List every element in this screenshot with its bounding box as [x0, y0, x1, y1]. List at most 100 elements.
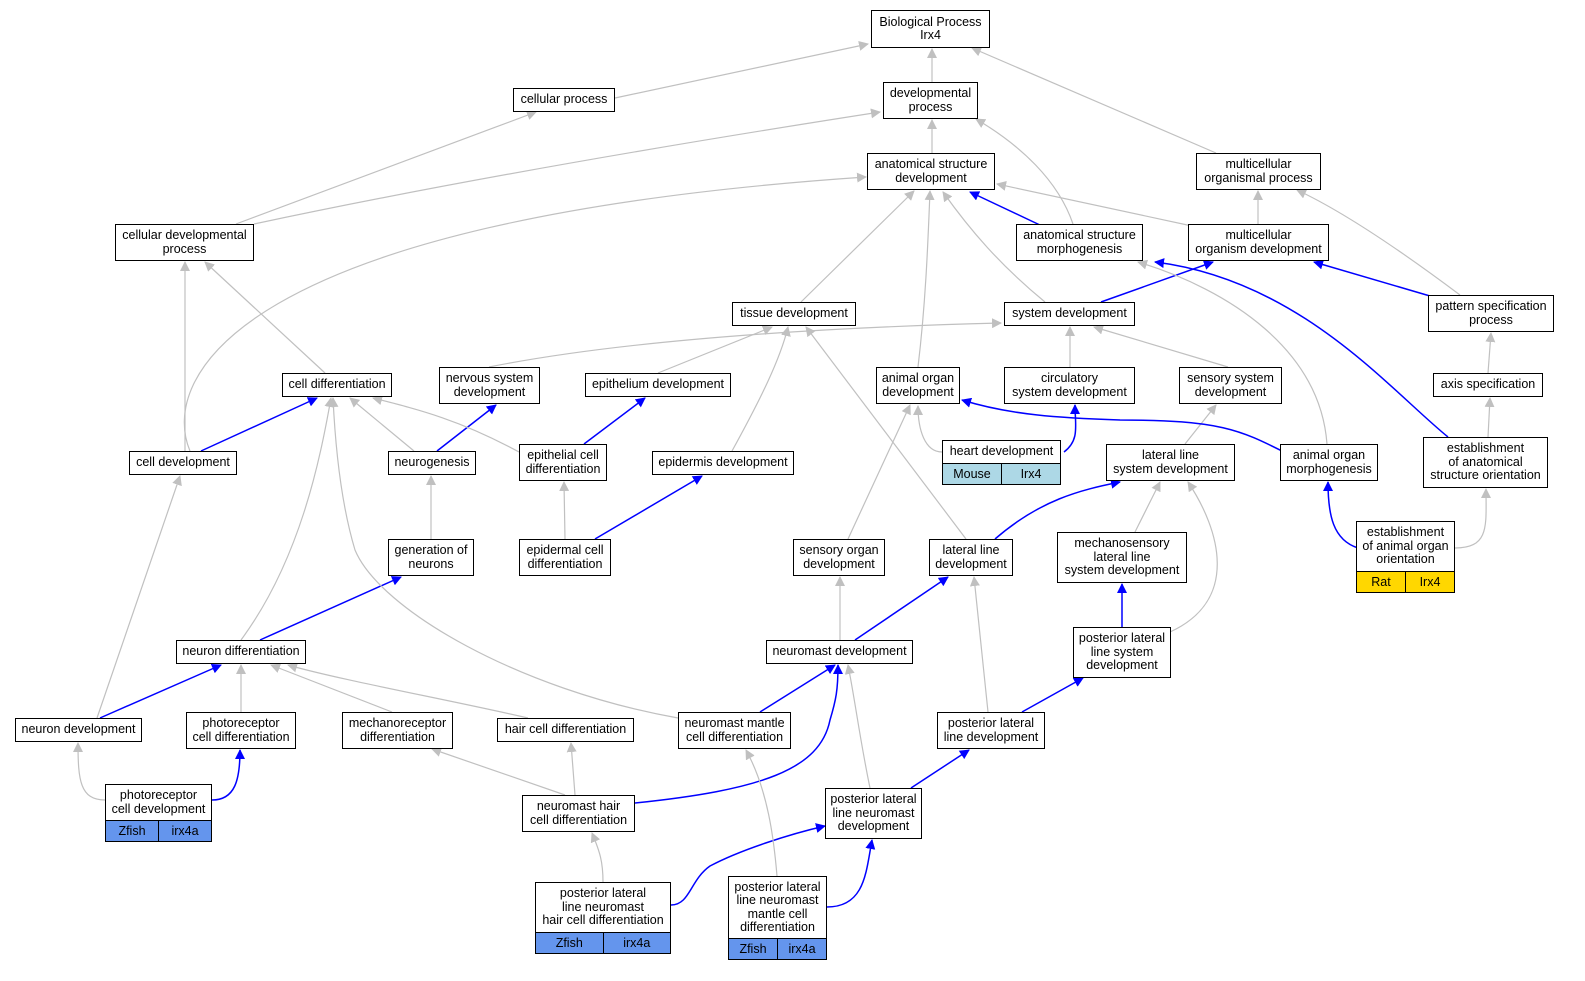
annotated-edge	[1323, 481, 1359, 549]
node-neuromast-development[interactable]: neuromast development	[766, 640, 913, 664]
node-heart-development[interactable]: heart development	[942, 440, 1061, 464]
is-a-edge	[731, 326, 791, 452]
node-mechanoreceptor-differentiation[interactable]: mechanoreceptor differentiation	[342, 712, 453, 749]
is-a-edge	[800, 190, 915, 303]
is-a-edge	[975, 118, 1074, 225]
annotation-gene: Irx4	[1405, 572, 1454, 592]
is-a-edge	[1093, 324, 1229, 368]
node-cell-development[interactable]: cell development	[129, 451, 237, 475]
node-lateral-line-development[interactable]: lateral line development	[929, 539, 1013, 576]
annotated-edge	[759, 664, 836, 713]
is-a-edge	[805, 326, 967, 540]
node-neuron-differentiation[interactable]: neuron differentiation	[176, 640, 306, 664]
node-circulatory-system-development[interactable]: circulatory system development	[1004, 367, 1135, 404]
annotated-edge	[961, 397, 1285, 453]
annotated-edge	[1063, 404, 1081, 453]
node-system-development[interactable]: system development	[1004, 302, 1135, 326]
is-a-edge	[328, 397, 679, 719]
node-nervous-system-development[interactable]: nervous system development	[439, 367, 540, 404]
node-epithelial-cell-differentiation[interactable]: epithelial cell differentiation	[519, 444, 607, 481]
node-developmental-process[interactable]: developmental process	[883, 82, 978, 119]
node-animal-organ-development[interactable]: animal organ development	[876, 367, 960, 404]
is-a-edge	[844, 664, 871, 789]
annotation-species: Mouse	[943, 464, 1001, 484]
node-sensory-organ-development[interactable]: sensory organ development	[793, 539, 885, 576]
annotation-species: Zfish	[536, 933, 603, 953]
node-photoreceptor-cell-development[interactable]: photoreceptor cell development	[105, 784, 212, 821]
node-epidermal-cell-differentiation[interactable]: epidermal cell differentiation	[519, 539, 611, 576]
node-posterior-lateral-line-neuromast-development[interactable]: posterior lateral line neuromast develop…	[825, 788, 922, 839]
node-epithelium-development[interactable]: epithelium development	[585, 373, 731, 397]
node-multicellular-organismal-process[interactable]: multicellular organismal process	[1196, 153, 1321, 190]
node-mechanosensory-lateral-line-system-development[interactable]: mechanosensory lateral line system devel…	[1057, 532, 1187, 583]
annotation-neuromast-hair-cell: Zfish irx4a	[535, 932, 671, 954]
node-establishment-of-animal-organ-orientation[interactable]: establishment of animal organ orientatio…	[1356, 521, 1455, 572]
node-biological-process[interactable]: Biological Process Irx4	[871, 10, 990, 48]
is-a-edge	[1454, 488, 1492, 549]
is-a-edge	[1169, 481, 1218, 633]
is-a-edge	[745, 749, 778, 877]
is-a-edge	[1485, 332, 1496, 374]
is-a-edge	[96, 475, 182, 719]
annotated-edge	[200, 397, 318, 452]
node-posterior-lateral-line-development[interactable]: posterior lateral line development	[937, 712, 1045, 749]
annotated-edge	[1313, 259, 1431, 297]
node-generation-of-neurons[interactable]: generation of neurons	[388, 539, 474, 576]
is-a-edge	[253, 108, 881, 225]
node-cell-differentiation[interactable]: cell differentiation	[282, 373, 392, 397]
annotation-neuromast-mantle-cell: Zfish irx4a	[728, 938, 827, 960]
node-cellular-process[interactable]: cellular process	[513, 88, 615, 112]
node-axis-specification[interactable]: axis specification	[1433, 373, 1543, 397]
is-a-edge	[1134, 481, 1161, 533]
is-a-edge	[240, 397, 335, 641]
is-a-edge	[488, 318, 1002, 368]
annotation-photoreceptor-cell-development: Zfish irx4a	[105, 820, 212, 842]
annotation-species: Zfish	[729, 939, 777, 959]
annotation-species: Rat	[1357, 572, 1405, 592]
annotated-edge	[1154, 258, 1449, 438]
node-pattern-specification-process[interactable]: pattern specification process	[1428, 295, 1554, 332]
annotated-edge	[910, 749, 970, 789]
annotation-gene: irx4a	[158, 821, 211, 841]
node-neuron-development[interactable]: neuron development	[15, 718, 142, 742]
is-a-edge	[559, 481, 570, 540]
is-a-edge	[73, 742, 106, 801]
node-photoreceptor-cell-differentiation[interactable]: photoreceptor cell differentiation	[186, 712, 296, 749]
node-posterior-lateral-line-neuromast-mantle-cell-differentiation[interactable]: posterior lateral line neuromast mantle …	[728, 876, 827, 939]
node-anatomical-structure-development[interactable]: anatomical structure development	[867, 153, 995, 190]
node-lateral-line-system-development[interactable]: lateral line system development	[1106, 444, 1235, 481]
node-neuromast-hair-cell-differentiation[interactable]: neuromast hair cell differentiation	[522, 795, 635, 832]
is-a-edge	[1137, 259, 1328, 445]
is-a-edge	[614, 40, 869, 99]
node-animal-organ-morphogenesis[interactable]: animal organ morphogenesis	[1280, 444, 1378, 481]
is-a-edge	[847, 404, 911, 540]
is-a-edge	[969, 576, 989, 713]
annotated-edge	[670, 823, 826, 906]
node-neuromast-mantle-cell-differentiation[interactable]: neuromast mantle cell differentiation	[678, 712, 791, 749]
node-anatomical-structure-morphogenesis[interactable]: anatomical structure morphogenesis	[1016, 224, 1143, 261]
annotated-edge	[594, 475, 703, 540]
is-a-edge	[942, 191, 1046, 303]
is-a-edge	[917, 190, 935, 368]
node-cellular-developmental-process[interactable]: cellular developmental process	[115, 224, 254, 261]
node-establishment-of-anatomical-structure-orientation[interactable]: establishment of anatomical structure or…	[1423, 437, 1548, 488]
annotation-species: Zfish	[106, 821, 158, 841]
is-a-edge	[913, 405, 943, 453]
node-neurogenesis[interactable]: neurogenesis	[388, 451, 476, 475]
is-a-edge	[349, 397, 415, 452]
node-sensory-system-development[interactable]: sensory system development	[1179, 367, 1282, 404]
annotated-edge	[826, 839, 876, 908]
node-epidermis-development[interactable]: epidermis development	[652, 451, 794, 475]
annotation-gene: irx4a	[602, 933, 670, 953]
is-a-edge	[287, 662, 529, 719]
node-posterior-lateral-line-neuromast-hair-cell-differentiation[interactable]: posterior lateral line neuromast hair ce…	[535, 882, 671, 933]
is-a-edge	[657, 325, 773, 374]
is-a-edge	[971, 46, 1217, 154]
annotated-edge	[583, 397, 646, 445]
node-hair-cell-differentiation[interactable]: hair cell differentiation	[497, 718, 634, 742]
node-multicellular-organism-development[interactable]: multicellular organism development	[1188, 224, 1329, 261]
node-tissue-development[interactable]: tissue development	[732, 302, 856, 326]
node-posterior-lateral-line-system-development[interactable]: posterior lateral line system developmen…	[1073, 627, 1171, 678]
is-a-edge	[566, 742, 577, 796]
